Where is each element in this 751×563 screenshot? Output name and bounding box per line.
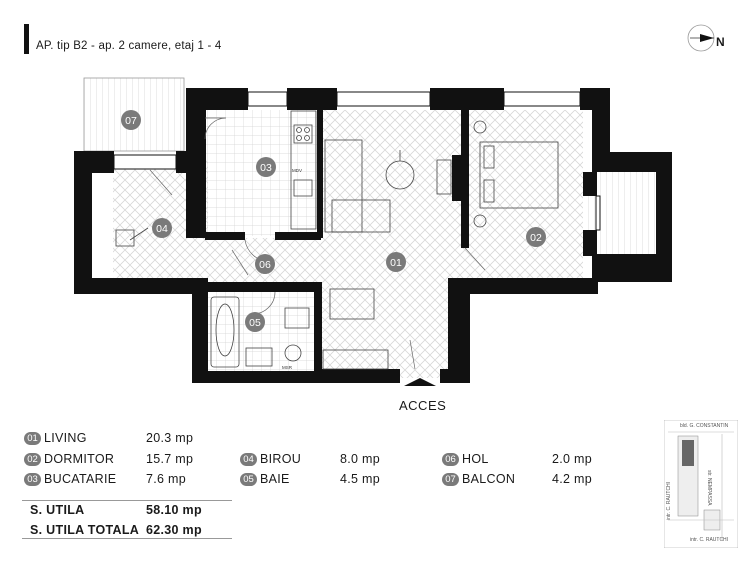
wall-right-inner — [583, 172, 597, 196]
bedroom-floor — [465, 110, 583, 280]
room-badge-06 — [255, 254, 275, 274]
room-badge-04 — [152, 218, 172, 238]
wall-bottom-left — [322, 369, 400, 383]
kitchen-mdv-label: MDV — [292, 168, 302, 173]
total-usable-overall-label: S. UTILA TOTALA — [30, 523, 140, 537]
room-badge-01 — [386, 252, 406, 272]
wall-office-top — [176, 151, 206, 173]
window-living — [336, 91, 431, 107]
wall-top-mid-2 — [430, 88, 504, 110]
compass-north-label: N — [716, 35, 725, 49]
site-street-top: bld. G. CONSTANTIN — [680, 423, 729, 429]
legend-room-area: 2.0 mp — [552, 452, 593, 466]
legend-room-name: BALCON — [462, 472, 516, 486]
entrance-arrow — [404, 378, 436, 386]
legend-badge-04: 04 — [240, 453, 257, 466]
legend-room-area: 15.7 mp — [146, 452, 194, 466]
room-badge-05 — [245, 312, 265, 332]
wall-top-left — [186, 88, 248, 110]
wall-bath-bottom — [192, 371, 322, 383]
wall-right-bedroom — [592, 88, 610, 168]
wall-pillar — [452, 155, 462, 201]
wall-right-lower — [592, 254, 672, 282]
legend-room-area: 7.6 mp — [146, 472, 187, 486]
office-furniture — [115, 227, 149, 247]
bath-msr-label: MSR — [282, 365, 293, 370]
room-badge-02 — [526, 227, 546, 247]
wall-kitchen-right — [317, 110, 323, 238]
legend-room-name: HOL — [462, 452, 489, 466]
svg-text:07: 07 — [125, 115, 137, 127]
svg-text:04: 04 — [156, 223, 168, 235]
svg-text:05: 05 — [249, 317, 261, 329]
legend-badge-01: 01 — [24, 432, 41, 445]
window-side — [595, 195, 601, 231]
plan-title: AP. tip B2 - ap. 2 camere, etaj 1 - 4 — [36, 40, 222, 52]
living-furniture — [322, 139, 452, 370]
legend-badge-06: 06 — [442, 453, 459, 466]
entrance-label: ACCES — [399, 398, 447, 413]
windows — [113, 91, 601, 231]
legend-badge-07: 07 — [442, 473, 459, 486]
total-usable-overall-value: 62.30 mp — [146, 523, 202, 537]
legend-room-area: 8.0 mp — [340, 452, 381, 466]
wall-bedroom-divider — [461, 110, 469, 248]
legend-badge-05: 05 — [240, 473, 257, 486]
site-street-left: intr. C. RAUTCHI — [666, 481, 672, 520]
room-badge-07 — [121, 110, 141, 130]
title-accent-bar — [24, 24, 29, 54]
wall-kitchen-bottom-2 — [275, 232, 321, 240]
room-badge-03 — [256, 157, 276, 177]
wall-bath-right — [314, 282, 322, 382]
svg-text:03: 03 — [260, 162, 272, 174]
legend-room-area: 20.3 mp — [146, 431, 194, 445]
wall-right-upper — [592, 152, 672, 172]
legend-badge-02: 02 — [24, 453, 41, 466]
legend-room-area: 4.2 mp — [552, 472, 593, 486]
wall-left-bottom — [74, 278, 208, 294]
wall-bath-left — [192, 280, 208, 383]
total-divider-1 — [22, 500, 232, 501]
total-usable-label: S. UTILA — [30, 503, 85, 517]
living-floor — [321, 110, 465, 378]
walls — [74, 88, 672, 383]
compass-icon — [687, 24, 715, 52]
svg-text:01: 01 — [390, 257, 402, 269]
window-kitchen — [247, 91, 288, 107]
wall-kitchen-bottom — [205, 232, 245, 240]
site-street-right: str. NEMPASSA — [706, 470, 712, 506]
legend-room-name: BIROU — [260, 452, 302, 466]
bedroom-furniture — [473, 120, 559, 228]
bath-floor — [208, 291, 318, 371]
svg-text:02: 02 — [530, 232, 542, 244]
legend-room-area: 4.5 mp — [340, 472, 381, 486]
wall-bath-top — [205, 282, 315, 292]
legend-room-name: BAIE — [260, 472, 290, 486]
room-badges: 07 03 04 02 06 01 05 — [121, 110, 546, 332]
legend-badge-03: 03 — [24, 473, 41, 486]
wall-living-right-low — [448, 282, 470, 382]
wall-right-outer — [656, 152, 672, 282]
legend-room-name: BUCATARIE — [44, 472, 117, 486]
bath-fixtures — [210, 296, 310, 368]
legend-room-name: LIVING — [44, 431, 87, 445]
wall-living-right — [448, 278, 598, 294]
wall-right-inner-2 — [583, 230, 597, 256]
total-usable-value: 58.10 mp — [146, 503, 202, 517]
svg-text:06: 06 — [259, 259, 271, 271]
kitchen-furniture — [290, 110, 317, 230]
wall-left-outer — [74, 151, 92, 294]
window-bedroom — [503, 91, 581, 107]
total-divider-2 — [22, 538, 232, 539]
site-street-bottom: intr. C. RAUTCHI — [690, 537, 729, 543]
legend-room-name: DORMITOR — [44, 452, 115, 466]
wall-top-mid-1 — [287, 88, 337, 110]
wall-office-kitchen — [186, 110, 206, 238]
window-office — [113, 154, 177, 170]
site-location-map — [664, 420, 738, 548]
